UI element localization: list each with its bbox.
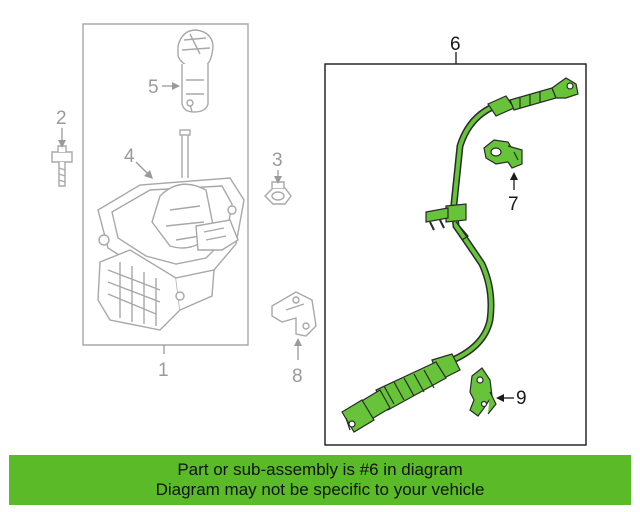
bolt-part-2 (51, 145, 73, 187)
banner-line-1: Part or sub-assembly is #6 in diagram (177, 460, 463, 479)
banner-line-2: Diagram may not be specific to your vehi… (155, 480, 485, 499)
assembly-1-outline (82, 23, 249, 346)
label-part-7: 7 (508, 194, 519, 215)
clip-part-9 (469, 367, 497, 417)
label-part-6: 6 (450, 34, 461, 55)
assembly-6-outline (324, 63, 587, 446)
info-banner: Part or sub-assembly is #6 in diagram Di… (9, 455, 631, 505)
cable-top-fitting (487, 77, 579, 117)
shift-knob (177, 29, 214, 113)
shifter-assembly-group (51, 23, 317, 346)
shift-lever (179, 129, 191, 178)
clip-part-7 (483, 139, 523, 169)
bracket-part-8 (271, 291, 317, 337)
label-part-3: 3 (272, 150, 283, 171)
label-part-8: 8 (292, 366, 303, 387)
label-part-4: 4 (124, 146, 135, 167)
shifter-base (97, 177, 245, 331)
gray-leaders (58, 82, 302, 360)
label-part-2: 2 (56, 108, 67, 129)
nut-part-3 (264, 181, 292, 205)
parts-diagram: 1 2 3 4 5 8 6 (51, 23, 587, 446)
label-part-5: 5 (148, 77, 159, 98)
cable-mid-bracket (425, 203, 469, 241)
shift-cable (341, 77, 579, 433)
cable-bottom-housing (341, 353, 461, 433)
label-part-9: 9 (516, 388, 527, 409)
label-part-1: 1 (158, 360, 169, 381)
dark-leaders (496, 172, 518, 402)
